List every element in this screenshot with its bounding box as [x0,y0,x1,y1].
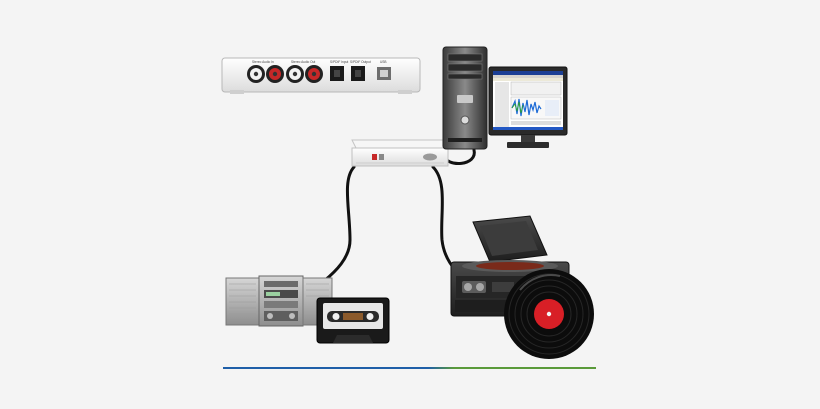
rca-jack-white-in [247,65,265,83]
audio-interface: Stereo Audio In Stereo Audio Out S/PDIF … [221,57,421,94]
cables [322,148,476,283]
cable-adapter-to-turntable [431,165,464,278]
usb-port [377,67,391,80]
baseline-divider [223,367,596,369]
adapter-jack-white [379,154,384,160]
cassette-reel-right [366,313,374,320]
desktop-computer [442,46,488,150]
rca-jack-red-out [305,65,323,83]
monitor-screen-app [493,71,563,130]
adapter-jack-red [372,154,377,160]
cable-adapter-to-stereo [322,165,356,283]
record-player [450,215,570,317]
rca-jack-white-out [286,65,304,83]
adapter-connector [423,153,437,161]
cassette-reel-left [332,313,340,320]
port-label-usb: USB [380,60,387,64]
stereo-left-speaker [225,277,260,326]
cable-adapter-to-computer [442,148,476,165]
spdif-output-port [351,66,365,81]
cassette-tape [316,297,390,344]
port-label-stereo-in: Stereo Audio In [252,60,274,64]
power-button-icon [460,115,470,125]
port-label-spdif-out: S/PDIF Output [350,60,371,64]
usb-audio-adapter [351,139,453,167]
rca-jack-red-in [266,65,284,83]
spdif-input-port [330,66,344,81]
monitor [488,66,568,148]
port-label-spdif-in: S/PDIF Input [330,60,348,64]
port-label-stereo-out: Stereo Audio Out [291,60,315,64]
vinyl-record [504,269,594,359]
stereo-system [225,275,333,327]
